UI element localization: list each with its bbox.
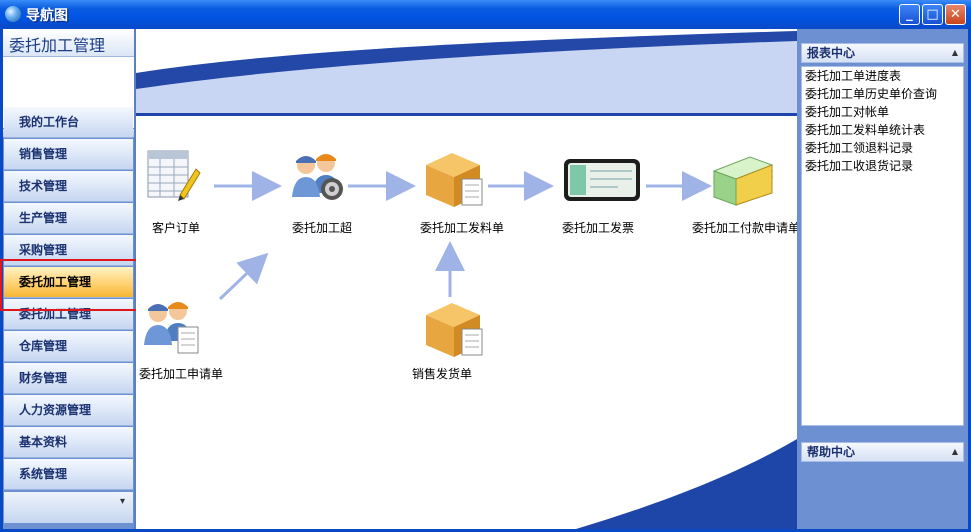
- money-icon[interactable]: [710, 149, 774, 209]
- nav-item-workbench[interactable]: 我的工作台: [4, 107, 133, 138]
- flow-label-outsourcing-order[interactable]: 委托加工超: [292, 221, 353, 235]
- flow-label-material-issue[interactable]: 委托加工发料单: [420, 221, 505, 235]
- help-center-title: 帮助中心: [807, 445, 856, 459]
- decorative-curves: [136, 29, 797, 529]
- left-panel-title: 委托加工管理: [9, 36, 106, 55]
- minimize-button[interactable]: _: [899, 4, 920, 25]
- users-gear-icon[interactable]: [290, 149, 350, 209]
- help-center-header[interactable]: 帮助中心 ▲: [801, 442, 964, 462]
- report-link-material-records[interactable]: 委托加工领退料记录: [805, 141, 914, 155]
- report-center-header[interactable]: 报表中心 ▲: [801, 43, 964, 63]
- right-panel: 报表中心 ▲ 委托加工单进度表 委托加工单历史单价查询 委托加工对帐单 委托加工…: [797, 29, 968, 529]
- users-document-icon[interactable]: [140, 297, 200, 357]
- report-link-price-history[interactable]: 委托加工单历史单价查询: [805, 87, 938, 101]
- flow-label-payment-request[interactable]: 委托加工付款申请单: [692, 221, 797, 235]
- nav-item-hr[interactable]: 人力资源管理: [4, 395, 133, 426]
- flow-arrows: [214, 171, 712, 301]
- maximize-button[interactable]: □: [922, 4, 943, 25]
- check-icon[interactable]: [562, 155, 640, 215]
- header-band-line: [136, 113, 797, 116]
- nav-item-tech[interactable]: 技术管理: [4, 171, 133, 202]
- spreadsheet-pencil-icon[interactable]: [146, 147, 206, 207]
- collapse-icon[interactable]: ▲: [951, 48, 958, 57]
- report-link-progress[interactable]: 委托加工单进度表: [805, 69, 902, 83]
- collapse-icon[interactable]: ▲: [951, 447, 958, 456]
- flow-diagram-area: 客户订单 委托加工超 委托加工发料单: [136, 29, 797, 529]
- report-link-receipt-records[interactable]: 委托加工收退货记录: [805, 159, 914, 173]
- nav-item-system[interactable]: 系统管理: [4, 459, 133, 490]
- nav-item-finance[interactable]: 财务管理: [4, 363, 133, 394]
- report-center-title: 报表中心: [807, 46, 856, 60]
- highlight-box: [0, 259, 152, 311]
- nav-item-outsourcing-active[interactable]: 委托加工管理: [4, 267, 133, 298]
- box-document-icon[interactable]: [422, 301, 483, 361]
- close-button[interactable]: ✕: [945, 4, 966, 25]
- chevron-down-icon: ▾: [119, 496, 125, 507]
- report-link-issue-stats[interactable]: 委托加工发料单统计表: [805, 123, 926, 137]
- flow-label-invoice[interactable]: 委托加工发票: [562, 221, 635, 235]
- nav-item-production[interactable]: 生产管理: [4, 203, 133, 234]
- window-frame-right: [968, 29, 971, 532]
- left-nav-panel: 委托加工管理 ······ 我的工作台 销售管理 技术管理 生产管理 采购管理 …: [3, 29, 134, 529]
- window-title: 导航图: [26, 8, 68, 24]
- report-link-statement[interactable]: 委托加工对帐单: [805, 105, 890, 119]
- flow-label-customer-order[interactable]: 客户订单: [152, 221, 201, 235]
- window-frame-bottom: [0, 529, 971, 532]
- nav-item-basic-data[interactable]: 基本资料: [4, 427, 133, 458]
- flow-label-outsourcing-request[interactable]: 委托加工申请单: [139, 367, 224, 381]
- title-bar: 导航图 _ □ ✕: [0, 0, 971, 29]
- nav-overflow-button[interactable]: ▾: [4, 492, 133, 523]
- report-list: 委托加工单进度表 委托加工单历史单价查询 委托加工对帐单 委托加工发料单统计表 …: [801, 66, 964, 426]
- app-icon: [5, 6, 21, 22]
- left-panel-header: 委托加工管理: [3, 29, 134, 57]
- box-document-icon[interactable]: [422, 151, 483, 211]
- nav-item-sales[interactable]: 销售管理: [4, 139, 133, 170]
- flow-label-sales-delivery[interactable]: 销售发货单: [412, 367, 473, 381]
- nav-item-warehouse[interactable]: 仓库管理: [4, 331, 133, 362]
